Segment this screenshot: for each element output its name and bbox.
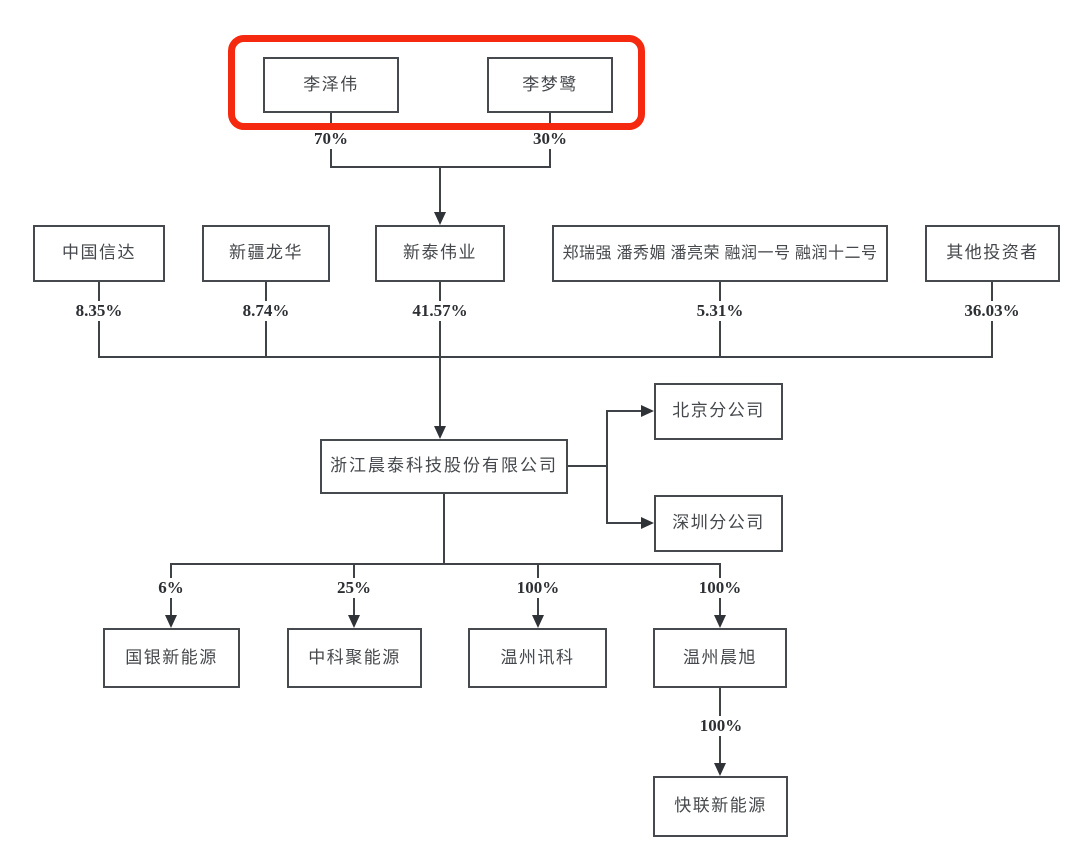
connector-line	[606, 522, 642, 524]
ownership-percent-label: 41.57%	[409, 301, 471, 321]
ownership-percent-label: 100%	[696, 716, 746, 736]
ownership-percent-label: 8.74%	[239, 301, 293, 321]
node-li-menglu: 李梦鹭	[487, 57, 613, 113]
node-guoyin-xinnengyuan: 国银新能源	[103, 628, 240, 688]
ownership-percent-label: 100%	[513, 578, 563, 598]
arrowhead-down	[165, 615, 177, 628]
ownership-percent-label: 100%	[695, 578, 745, 598]
arrowhead-down	[434, 426, 446, 439]
node-xintai-weiye: 新泰伟业	[375, 225, 505, 282]
connector-line	[98, 356, 993, 358]
connector-line	[439, 166, 441, 213]
connector-line	[568, 465, 608, 467]
connector-line	[170, 563, 721, 565]
ownership-percent-label: 6%	[155, 578, 187, 598]
arrowhead-right	[641, 405, 654, 417]
connector-line	[606, 410, 608, 524]
ownership-percent-label: 70%	[311, 129, 351, 149]
node-zhongguo-xinda: 中国信达	[33, 225, 165, 282]
arrowhead-down	[532, 615, 544, 628]
highlight-red-frame	[228, 35, 645, 130]
arrowhead-down	[714, 763, 726, 776]
node-li-zewei: 李泽伟	[263, 57, 399, 113]
ownership-percent-label: 5.31%	[693, 301, 747, 321]
arrowhead-down	[714, 615, 726, 628]
node-wenzhou-xunke: 温州讯科	[468, 628, 607, 688]
connector-line	[439, 356, 441, 427]
node-wenzhou-chenxu: 温州晨旭	[653, 628, 787, 688]
ownership-percent-label: 8.35%	[72, 301, 126, 321]
ownership-percent-label: 36.03%	[961, 301, 1023, 321]
arrowhead-down	[348, 615, 360, 628]
node-beijing-branch: 北京分公司	[654, 383, 783, 440]
node-zhongke-junengyuan: 中科聚能源	[287, 628, 422, 688]
connector-line	[443, 494, 445, 565]
connector-line	[606, 410, 642, 412]
node-zhengruiqiang-group: 郑瑞强 潘秀媚 潘亮荣 融润一号 融润十二号	[552, 225, 888, 282]
node-kuailian-xinnengyuan: 快联新能源	[653, 776, 788, 837]
node-zhejiang-chentai: 浙江晨泰科技股份有限公司	[320, 439, 568, 494]
ownership-percent-label: 30%	[530, 129, 570, 149]
arrowhead-down	[434, 212, 446, 225]
node-qita-touzizhe: 其他投资者	[925, 225, 1060, 282]
node-shenzhen-branch: 深圳分公司	[654, 495, 783, 552]
ownership-percent-label: 25%	[334, 578, 374, 598]
node-xinjiang-longhua: 新疆龙华	[202, 225, 330, 282]
arrowhead-right	[641, 517, 654, 529]
